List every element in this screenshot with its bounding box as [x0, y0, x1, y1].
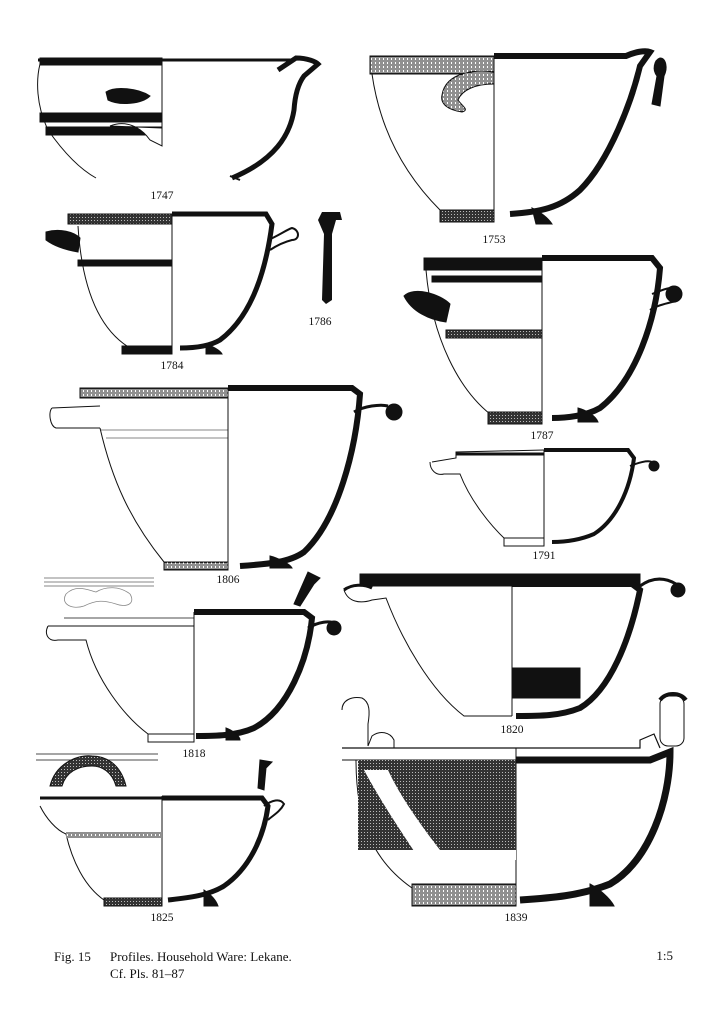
label-1820: 1820: [500, 724, 524, 736]
figure-caption: Fig. 15 Profiles. Household Ware: Lekane.…: [54, 948, 292, 982]
label-1753: 1753: [482, 234, 506, 246]
profile-1820: [343, 573, 686, 719]
figure-number: Fig. 15: [54, 949, 91, 964]
profile-1747: [37, 55, 322, 181]
profile-1806: [49, 385, 403, 571]
label-1806: 1806: [216, 574, 240, 586]
label-1784: 1784: [160, 360, 184, 372]
profile-1839: [341, 692, 688, 907]
label-1787: 1787: [530, 430, 554, 442]
label-1791: 1791: [532, 550, 556, 562]
profile-1825: [36, 753, 286, 907]
profile-1784: [45, 211, 299, 355]
label-1818: 1818: [182, 748, 206, 760]
figure-crossref: Cf. Pls. 81–87: [110, 966, 185, 981]
label-1839: 1839: [504, 912, 528, 924]
profile-1787: [403, 255, 683, 425]
label-1747: 1747: [150, 190, 174, 202]
scale-ratio: 1:5: [656, 948, 673, 963]
profile-1818: [44, 571, 342, 743]
label-1786: 1786: [308, 316, 332, 328]
profile-1753: [369, 48, 667, 225]
figure-title: Profiles. Household Ware: Lekane.: [110, 949, 292, 964]
label-1825: 1825: [150, 912, 174, 924]
profile-1791: [429, 448, 660, 547]
profile-1786: [318, 212, 342, 304]
